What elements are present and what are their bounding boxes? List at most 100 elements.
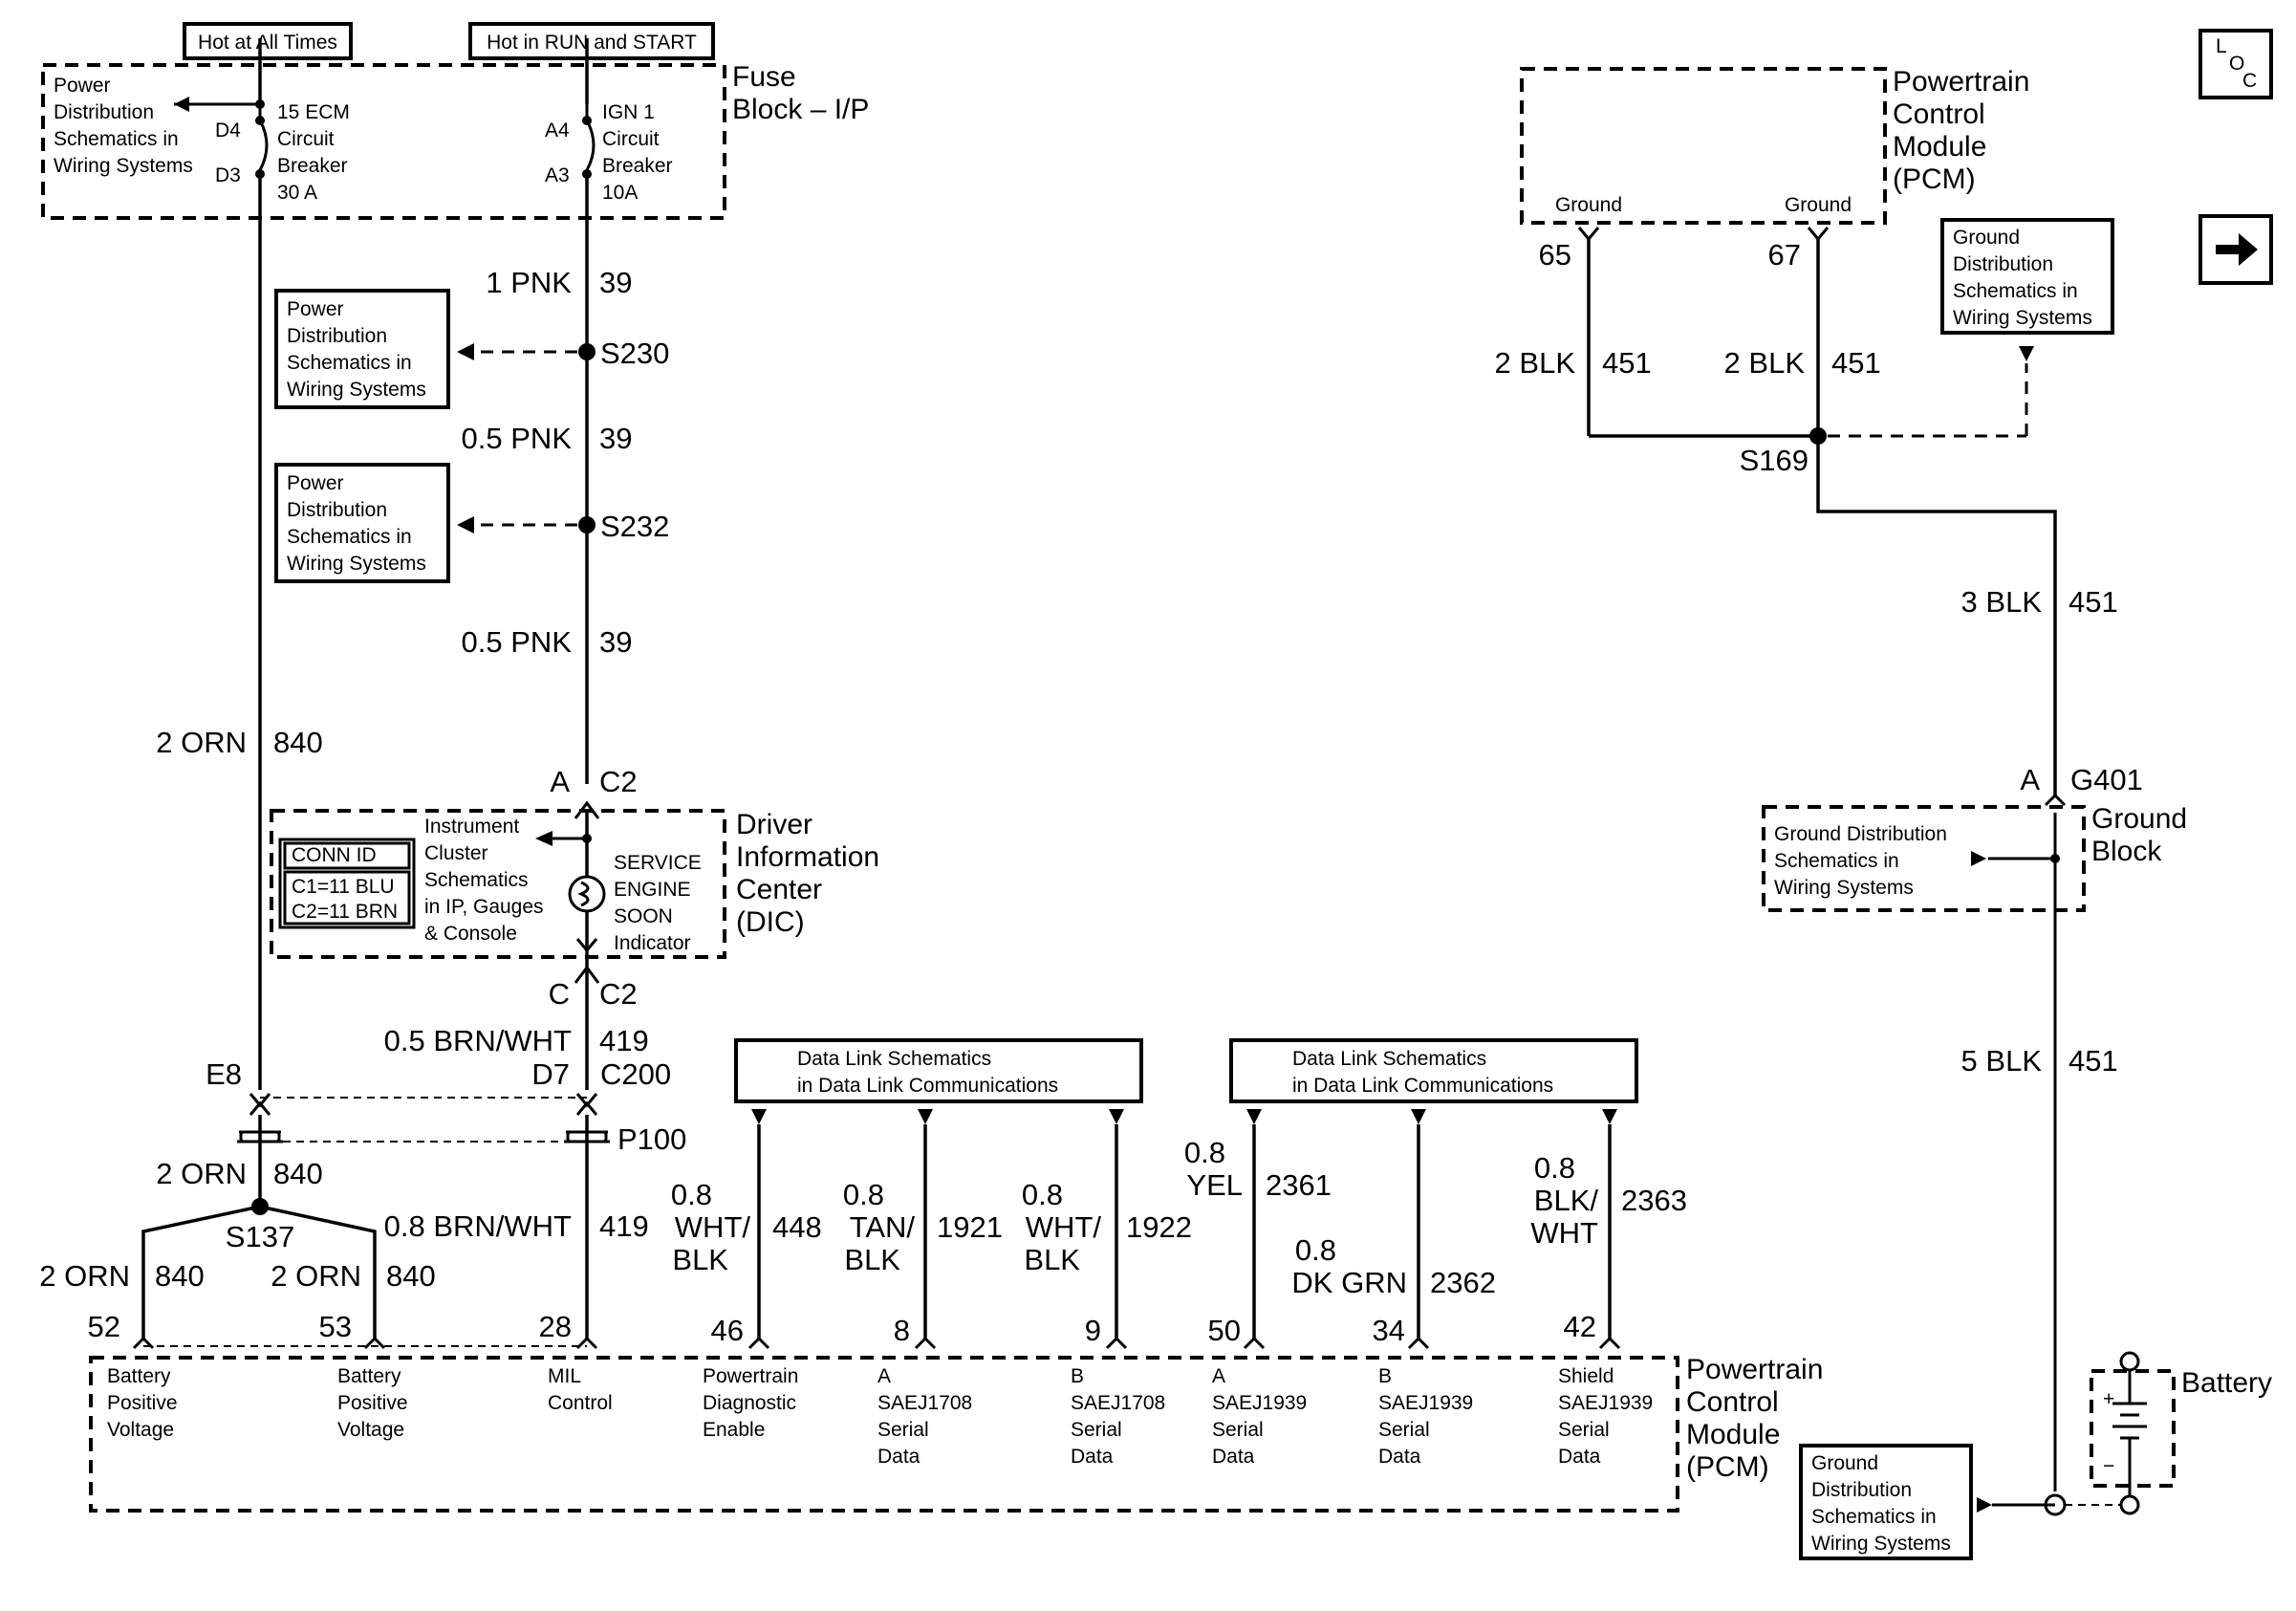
wire-size-label: 0.8 bbox=[671, 1178, 712, 1211]
ecm-breaker-label: 30 A bbox=[277, 182, 317, 204]
pin-connector-symbol bbox=[1807, 227, 1830, 242]
pcm-pin-label: SAEJ1939 bbox=[1378, 1392, 1473, 1414]
pcm-pin-number: 8 bbox=[894, 1314, 910, 1347]
fuse-block-ref-line: Wiring Systems bbox=[54, 155, 193, 177]
hot-in-run-start-tag: Hot in RUN and START bbox=[468, 22, 715, 60]
wire-size-label: WHT bbox=[1530, 1216, 1598, 1250]
next-page-arrow-icon[interactable] bbox=[2199, 214, 2273, 285]
wire-size-label: BLK bbox=[844, 1243, 900, 1276]
ground-label: Ground bbox=[1555, 194, 1622, 216]
cluster-ref-line: & Console bbox=[424, 923, 517, 945]
pcm-pin-label: Data bbox=[1378, 1446, 1421, 1468]
pcm-pin-label: Shield bbox=[1558, 1365, 1614, 1387]
battery-minus: − bbox=[2103, 1455, 2114, 1477]
wire-number-label: 2362 bbox=[1430, 1266, 1496, 1299]
fuse-block-ref-line: Distribution bbox=[54, 101, 154, 123]
ign-breaker-label: 10A bbox=[602, 182, 638, 204]
pcm-pin-number: 9 bbox=[1085, 1314, 1101, 1347]
ecm-breaker-label: Circuit bbox=[277, 128, 335, 150]
terminal-dot bbox=[582, 116, 592, 125]
pin-connector-symbol bbox=[1105, 1336, 1128, 1350]
data-link-ref-2: Data Link Schematics in Data Link Commun… bbox=[1229, 1038, 1638, 1103]
fuse-block-ref-line: Power bbox=[54, 75, 111, 97]
hot-at-all-times-tag: Hot at All Times bbox=[183, 22, 353, 60]
connector-c200: E8 D7 C200 bbox=[206, 1057, 671, 1116]
fuse-block-title-2: Block – I/P bbox=[732, 94, 869, 125]
ground-ref-line: Wiring Systems bbox=[1811, 1533, 1951, 1555]
ref-line: Power bbox=[287, 298, 344, 320]
splice-s232-label: S232 bbox=[600, 510, 669, 543]
wire-size-label: BLK/ bbox=[1534, 1184, 1599, 1217]
ground-block-ref-line: Ground Distribution bbox=[1774, 823, 1947, 845]
splice-s232 bbox=[578, 516, 596, 533]
pin-connector-symbol bbox=[575, 1336, 598, 1350]
pcm-pin-label: Data bbox=[1212, 1446, 1255, 1468]
wire-size-label: 0.8 bbox=[1184, 1136, 1225, 1169]
ref-line: Schematics in bbox=[287, 352, 412, 374]
g401-pin-a: A bbox=[2020, 763, 2040, 796]
ground-block: Ground Block Ground Distribution Schemat… bbox=[1762, 803, 2187, 1491]
conn-id-title: CONN ID bbox=[292, 844, 377, 866]
pcm-pin-67: 67 bbox=[1768, 238, 1801, 272]
wire-size-label: 2 ORN bbox=[39, 1259, 130, 1293]
wire-size-label: 3 BLK bbox=[1961, 585, 2043, 619]
dic-title-line: Information bbox=[736, 841, 879, 873]
indicator-label: SOON bbox=[614, 905, 673, 927]
connector-female-symbol bbox=[575, 1100, 598, 1116]
ground-dist-ref-box bbox=[1799, 1444, 1973, 1560]
wire-size-label: 2 BLK bbox=[1724, 346, 1806, 380]
data-link-ref-line: Data Link Schematics bbox=[1292, 1048, 1486, 1070]
pcm-pin-label: SAEJ1939 bbox=[1558, 1392, 1653, 1414]
pcm-pin-number: 28 bbox=[539, 1310, 572, 1343]
wire-size-label: 0.8 bbox=[1295, 1233, 1336, 1267]
pcm-top-title-line: Powertrain bbox=[1893, 66, 2029, 98]
dic-conn-c2: C2 bbox=[599, 765, 638, 798]
lamp-filament bbox=[577, 881, 590, 907]
splice-s137-label: S137 bbox=[226, 1220, 294, 1253]
pcm-title-line: Module bbox=[1686, 1419, 1780, 1450]
pcm-pin-label: A bbox=[877, 1365, 891, 1387]
dic-title-line: Driver bbox=[736, 809, 812, 840]
hot-at-all-times-label: Hot at All Times bbox=[198, 32, 337, 54]
pcm-pin-label: Battery bbox=[337, 1365, 401, 1387]
wire-number-label: 840 bbox=[155, 1259, 205, 1293]
arrow-right-icon bbox=[1977, 1497, 1992, 1513]
conn-id-table: CONN ID C1=11 BLU C2=11 BRN bbox=[278, 838, 416, 929]
pcm-pin-label: Battery bbox=[107, 1365, 171, 1387]
ref-line: Power bbox=[287, 472, 344, 494]
indicator-label: ENGINE bbox=[614, 879, 691, 901]
pin-connector-symbol bbox=[1407, 1336, 1430, 1350]
pcm-pin-number: 34 bbox=[1373, 1314, 1405, 1347]
g401-label: G401 bbox=[2070, 763, 2143, 796]
ign-breaker-label: Circuit bbox=[602, 128, 660, 150]
wire-number-label: 39 bbox=[599, 266, 632, 299]
pcm-pin-label: SAEJ1708 bbox=[877, 1392, 972, 1414]
wire-number-label: 39 bbox=[599, 422, 632, 455]
pcm-pin-label: Data bbox=[1071, 1446, 1114, 1468]
pcm-pin-label: Positive bbox=[107, 1392, 178, 1414]
pcm-pin-label: Data bbox=[877, 1446, 921, 1468]
cluster-ref-line: in IP, Gauges bbox=[424, 896, 544, 918]
pcm-pin-label: Control bbox=[548, 1392, 613, 1414]
wire-number-label: 2363 bbox=[1621, 1184, 1687, 1217]
driver-information-center: A C2 Driver Information Center (DIC) CON… bbox=[270, 765, 879, 1011]
loc-letter: O bbox=[2229, 53, 2244, 75]
arrow-down-icon bbox=[1109, 1109, 1124, 1124]
terminal-dot bbox=[255, 116, 265, 125]
splice-s137: 2 ORN 840 S137 2 ORN 840 2 ORN 840 bbox=[39, 1157, 436, 1339]
ign-breaker-label: Breaker bbox=[602, 155, 673, 177]
hot-in-run-start-label: Hot in RUN and START bbox=[487, 32, 697, 54]
wire-number-label: 840 bbox=[273, 1157, 323, 1190]
ref-line: Schematics in bbox=[287, 526, 412, 548]
wire-number-label: 2361 bbox=[1266, 1168, 1332, 1202]
dic-title-line: (DIC) bbox=[736, 906, 805, 938]
pcm-pin-label: B bbox=[1071, 1365, 1084, 1387]
pcm-pin-label: SAEJ1939 bbox=[1212, 1392, 1307, 1414]
arrow-down-icon bbox=[918, 1109, 933, 1124]
ground-ref-line: Ground bbox=[1953, 227, 2020, 249]
ecm-breaker-label: 15 ECM bbox=[277, 101, 350, 123]
loc-icon[interactable]: L O C bbox=[2199, 29, 2273, 99]
ign-circuit: 1 PNK 39 S230 Power Distribution Schemat… bbox=[274, 266, 669, 659]
arrow-right-icon bbox=[1971, 851, 1986, 866]
pcm-pin-label: Data bbox=[1558, 1446, 1601, 1468]
